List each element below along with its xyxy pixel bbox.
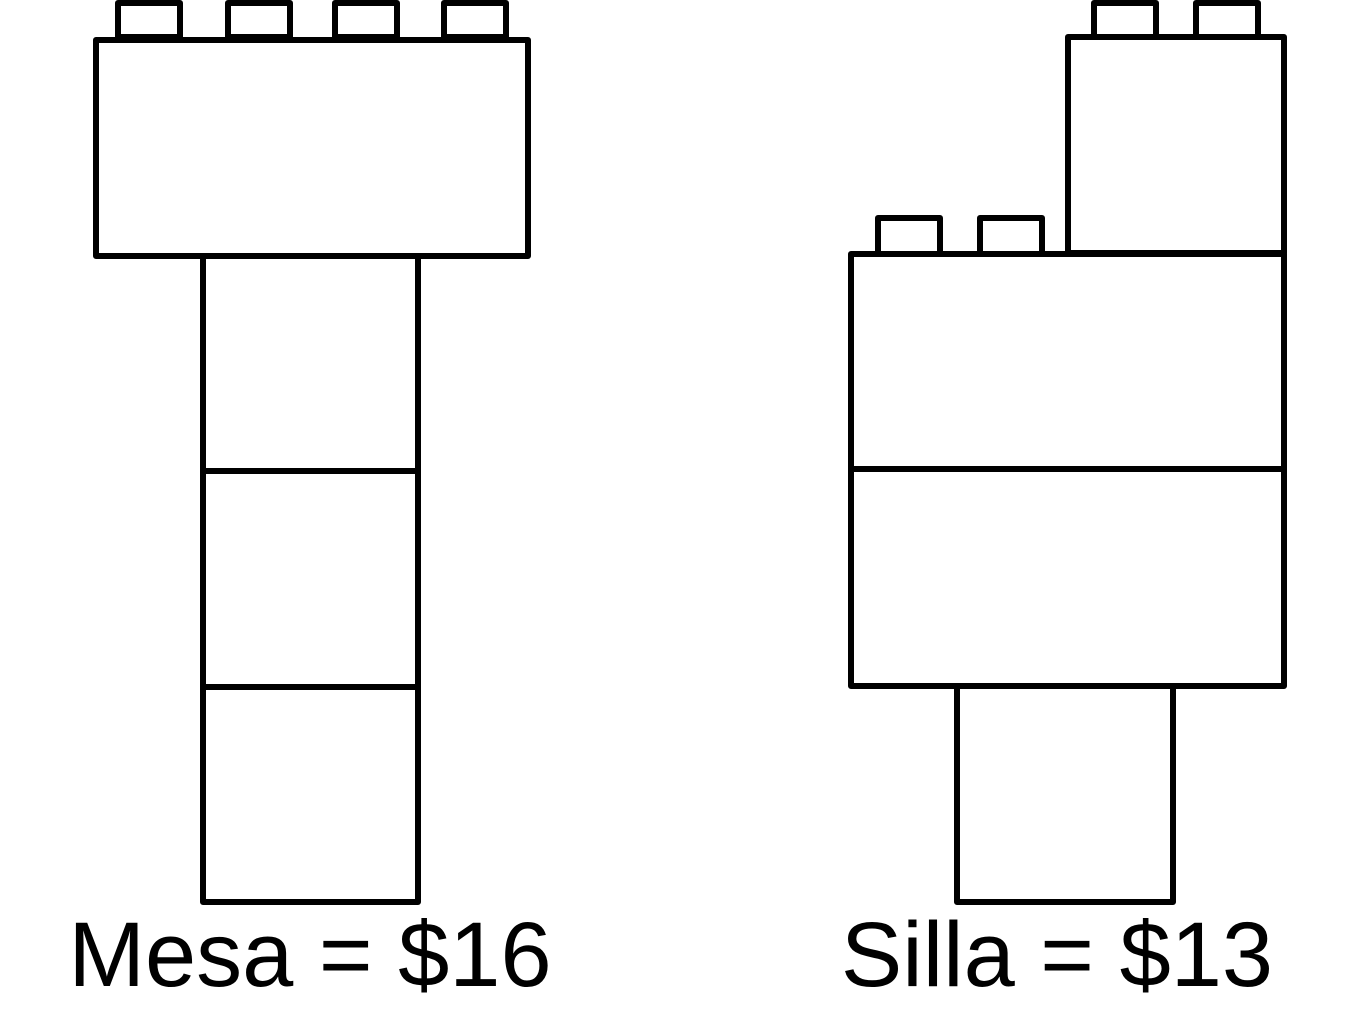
mesa-price-label: Mesa = $16 xyxy=(68,904,551,1006)
silla-backrest-brick xyxy=(1065,34,1287,256)
silla-price-label: Silla = $13 xyxy=(841,904,1273,1006)
silla-stud xyxy=(977,215,1045,257)
mesa-leg-brick xyxy=(200,684,421,905)
mesa-figure: Mesa = $16 xyxy=(68,0,552,1006)
mesa-leg-brick xyxy=(200,468,421,690)
mesa-top-brick xyxy=(93,37,531,259)
mesa-stud xyxy=(441,0,509,40)
silla-stud xyxy=(1091,0,1159,40)
silla-stud xyxy=(875,215,943,257)
silla-seat-brick xyxy=(848,251,1287,472)
mesa-stud xyxy=(115,0,183,40)
mesa-stud xyxy=(225,0,293,40)
mesa-leg-brick xyxy=(200,253,421,474)
silla-leg-brick xyxy=(954,683,1176,905)
silla-stud xyxy=(1193,0,1261,40)
mesa-stud xyxy=(332,0,400,40)
silla-figure: Silla = $13 xyxy=(841,0,1287,1006)
silla-seat-brick xyxy=(848,466,1287,689)
